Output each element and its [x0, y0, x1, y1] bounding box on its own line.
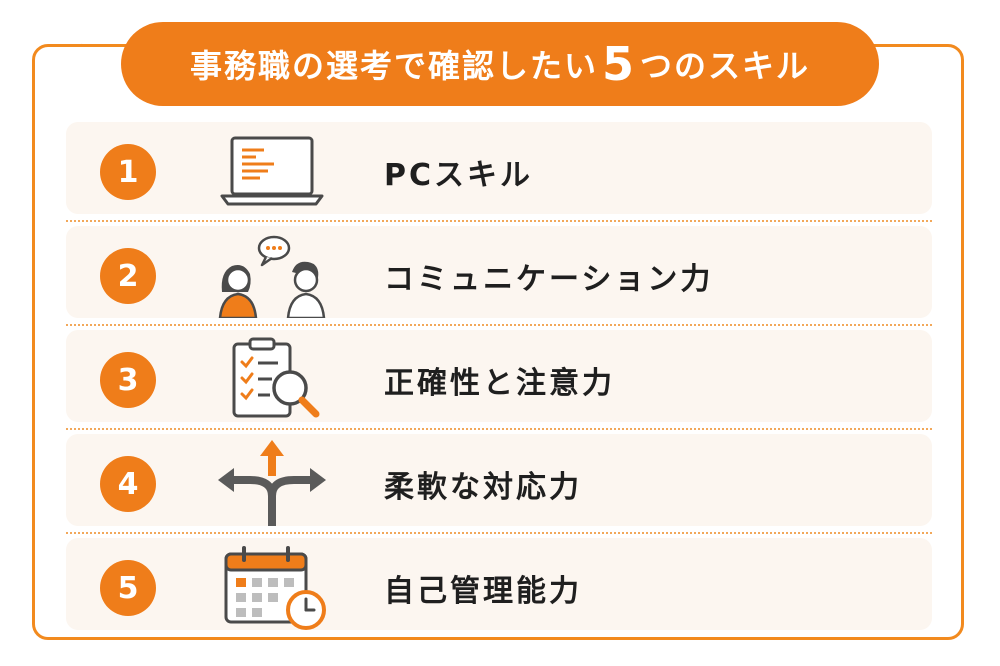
title-number: 5 [601, 37, 636, 91]
skill-number-badge: 4 [100, 456, 156, 512]
skill-label: 正確性と注意力 [384, 366, 615, 401]
title-prefix: 事務職の選考で確認したい [189, 47, 598, 85]
skill-label: コミュニケーション力 [384, 262, 714, 297]
skill-list: 1 PCスキル 2 [66, 122, 932, 630]
skill-label: 柔軟な対応力 [384, 470, 582, 505]
skill-row-3: 3 正確性と注意力 [66, 330, 932, 430]
skill-row-2: 2 コミュニケーション力 [66, 226, 932, 326]
skill-number-badge: 5 [100, 560, 156, 616]
row-divider [66, 428, 932, 430]
skill-label: 自己管理能力 [384, 574, 582, 609]
row-divider [66, 324, 932, 326]
title-suffix: つのスキル [640, 47, 811, 85]
laptop-icon [220, 136, 324, 206]
calendar-clock-icon [224, 546, 326, 630]
skill-row-5: 5 自己管理能力 [66, 538, 932, 630]
skill-row-1: 1 PCスキル [66, 122, 932, 222]
skill-label: PCスキル [384, 158, 534, 193]
row-divider [66, 532, 932, 534]
row-divider [66, 220, 932, 222]
skill-number-badge: 1 [100, 144, 156, 200]
skill-number-badge: 3 [100, 352, 156, 408]
branching-arrows-icon [218, 440, 326, 526]
checklist-magnifier-icon [232, 337, 320, 418]
conversation-icon [218, 235, 326, 318]
skill-row-4: 4 柔軟な対応力 [66, 434, 932, 534]
skill-number-badge: 2 [100, 248, 156, 304]
